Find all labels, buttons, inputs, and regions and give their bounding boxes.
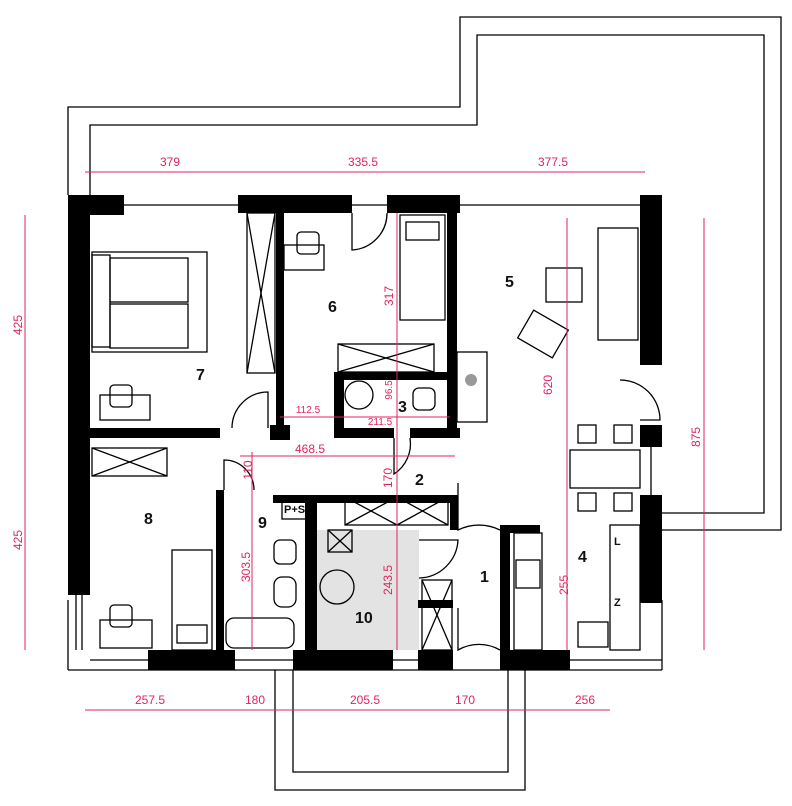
room-10-label: 10: [355, 610, 373, 627]
dim-left-2: 425: [11, 530, 25, 550]
dim-hall-height-a: 110: [241, 460, 255, 479]
sofa: [597, 227, 639, 341]
boiler-label: P+S: [284, 504, 305, 516]
boiler-box: [281, 496, 309, 520]
single-bed-8: [171, 549, 213, 651]
wardrobe-6: [246, 212, 276, 374]
dim-bottom-2: 180: [245, 693, 265, 707]
dim-right: 875: [689, 427, 703, 447]
dim-room10-height: 243.5: [381, 565, 395, 595]
room-3-label: 3: [398, 399, 407, 416]
doors: [223, 212, 661, 652]
room-1-label: 1: [480, 569, 489, 586]
dim-bottom-3: 205.5: [350, 693, 380, 707]
dim-room9-height: 303.5: [239, 552, 253, 582]
dim-room3-width: 211.5: [368, 417, 393, 428]
dim-room5-height: 620: [541, 375, 555, 395]
kitchen-sink: [577, 621, 609, 648]
bathtub: [225, 617, 295, 649]
room-6-label: 6: [328, 299, 337, 316]
wardrobe-hall: [337, 343, 435, 373]
windows: [75, 204, 662, 661]
room-5-label: 5: [505, 274, 514, 291]
wardrobe-1: [421, 579, 453, 651]
room-9-label: 9: [258, 515, 267, 532]
dim-top-2: 335.5: [348, 155, 378, 169]
dimension-lines: [24, 171, 705, 711]
dimension-labels: 379 335.5 377.5 425 425 875 257.5 180 20…: [11, 155, 703, 707]
room-8-label: 8: [144, 511, 153, 528]
desk-7: [99, 394, 151, 421]
sink-9: [273, 576, 297, 608]
kitchen-counter-left: [513, 532, 543, 651]
dim-bottom-5: 256: [575, 693, 595, 707]
toilet-3: [412, 387, 436, 411]
room-numbers: 1 2 3 4 5 6 7 8 9 10 P+S L Z: [144, 274, 621, 627]
wardrobe-8: [91, 447, 168, 477]
room-2-label: 2: [415, 472, 424, 489]
washing-machine: [319, 569, 355, 605]
freezer-label: Z: [614, 597, 621, 609]
dim-hall-height-b: 170: [381, 468, 395, 488]
dim-hall-length: 468.5: [295, 442, 325, 456]
furniture: [91, 212, 641, 651]
toilet-9: [273, 539, 297, 565]
dim-top-1: 379: [160, 155, 180, 169]
armchair: [516, 309, 570, 359]
dim-room6-height: 317: [382, 286, 396, 306]
fridge-label: L: [614, 536, 621, 548]
dim-room4-height: 255: [557, 575, 571, 595]
dim-room3-height: 96.5: [384, 380, 395, 400]
dim-top-3: 377.5: [538, 155, 568, 169]
dim-bottom-4: 170: [455, 693, 475, 707]
kitchen-counter-right: [609, 524, 641, 651]
sink-3: [344, 380, 374, 410]
terrace-outline: [67, 16, 782, 531]
dim-left-1: 425: [11, 315, 25, 335]
single-bed-6: [399, 214, 446, 321]
room-10-floor: [317, 530, 419, 650]
dim-bottom-1: 257.5: [135, 693, 165, 707]
dim-hall-width: 112.5: [296, 405, 321, 416]
room-7-label: 7: [196, 367, 205, 384]
dining-table: [569, 449, 641, 489]
walls: [68, 195, 662, 670]
coffee-table: [545, 267, 583, 303]
room-4-label: 4: [578, 549, 587, 566]
